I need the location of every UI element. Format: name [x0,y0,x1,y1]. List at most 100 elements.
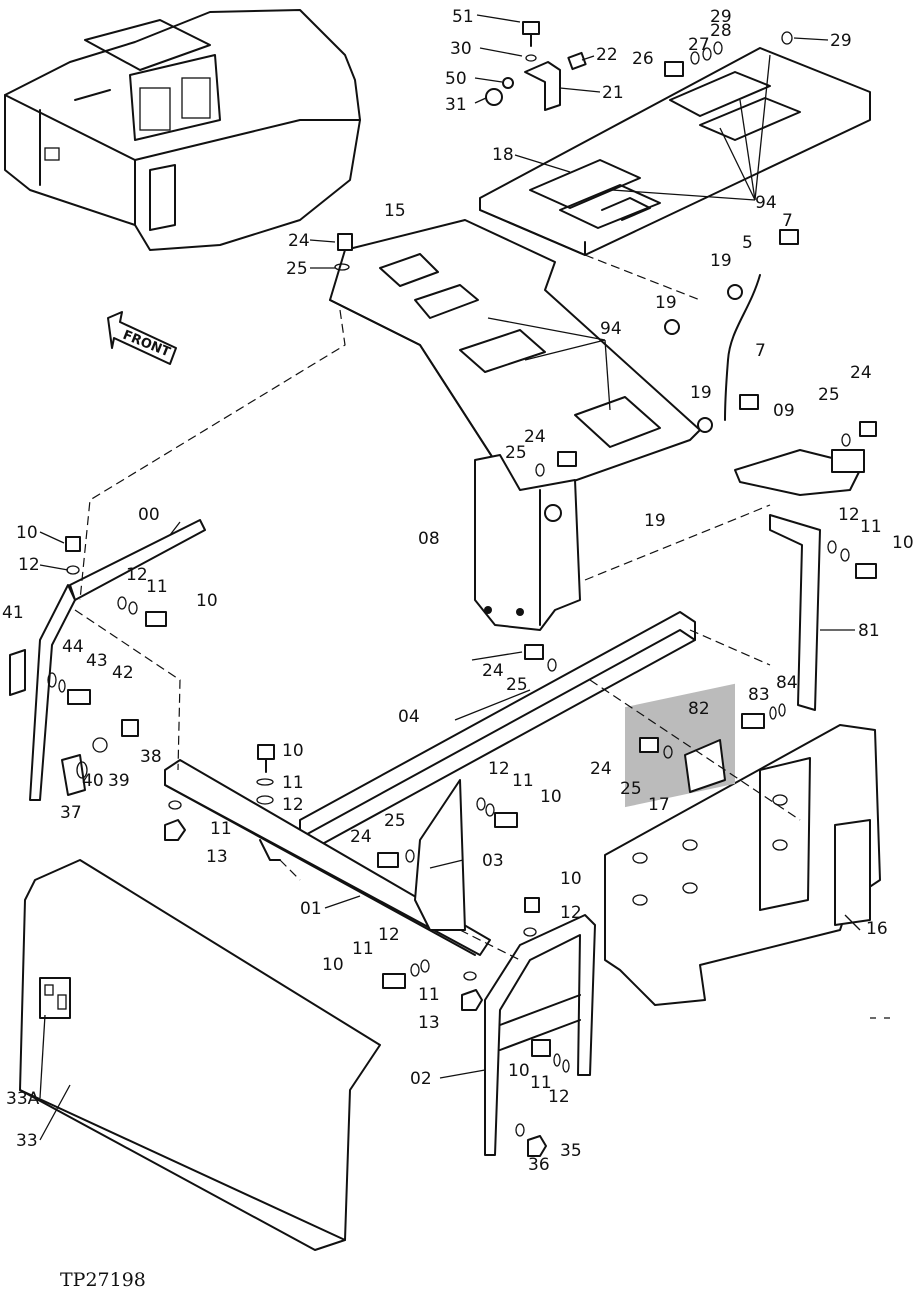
callout-10-e: 10 [540,787,562,807]
callout-10-f: 10 [560,869,582,889]
callout-12-f: 12 [560,903,582,923]
callout-51: 51 [452,7,474,27]
callout-12-e: 12 [488,759,510,779]
callout-83: 83 [748,685,770,705]
support-08 [474,454,581,631]
callout-30: 30 [450,39,472,59]
callout-50: 50 [445,69,467,89]
callout-01: 01 [300,899,322,919]
ground-cable-5 [724,274,761,421]
callout-7-b: 7 [755,341,766,361]
callout-19-a: 19 [710,251,732,271]
callout-10-c: 10 [892,533,914,553]
callout-12-h: 12 [548,1087,570,1107]
callout-41: 41 [2,603,24,623]
floor-plate-15 [329,219,701,501]
callout-24-d: 24 [482,661,504,681]
callout-82: 82 [688,699,710,719]
front-arrow-label: FRONT [121,328,173,361]
callout-22: 22 [596,45,618,65]
callout-18: 18 [492,145,514,165]
callout-08: 08 [418,529,440,549]
callout-11-h: 11 [530,1073,552,1093]
callout-37: 37 [60,803,82,823]
frame-00 [9,519,206,801]
callout-24-e: 24 [590,759,612,779]
callout-26: 26 [632,49,654,69]
front-direction-arrow: FRONT [107,311,177,365]
callout-11-g: 11 [418,985,440,1005]
callout-13-b: 13 [418,1013,440,1033]
callout-02: 02 [410,1069,432,1089]
switch-09 [734,449,865,496]
callout-labels: 51 30 22 50 31 21 26 27 28 29 29 18 94 1… [2,7,914,1175]
callout-24-f: 24 [350,827,372,847]
callout-25-a: 25 [286,259,308,279]
callout-5: 5 [742,233,753,253]
callout-24-b: 24 [524,427,546,447]
callout-11-c: 11 [282,773,304,793]
callout-12-b: 12 [126,565,148,585]
door-33 [19,859,381,1251]
callout-11-f: 11 [352,939,374,959]
callout-11-a: 11 [146,577,168,597]
callout-24-a: 24 [288,231,310,251]
callout-25-b: 25 [505,443,527,463]
callout-33A: 33A [6,1089,40,1109]
callout-leaders [39,14,861,1141]
bracket-03 [414,779,466,931]
callout-03: 03 [482,851,504,871]
callout-10-d: 10 [282,741,304,761]
callout-94-a: 94 [755,193,777,213]
fasteners [47,21,877,1157]
callout-24-c: 24 [850,363,872,383]
assembly-leader-lines [74,254,801,961]
callout-25-e: 25 [620,779,642,799]
callout-15: 15 [384,201,406,221]
callout-40: 40 [82,771,104,791]
callout-35: 35 [560,1141,582,1161]
machine-overview-inset [4,9,361,251]
top-cover-18 [479,47,871,256]
callout-10-b: 10 [196,591,218,611]
plate-16-perforated [604,683,881,1006]
callout-16: 16 [866,919,888,939]
callout-10-h: 10 [508,1061,530,1081]
callout-33: 33 [16,1131,38,1151]
frame-02 [484,914,596,1156]
callout-43: 43 [86,651,108,671]
callout-38: 38 [140,747,162,767]
callout-36: 36 [528,1155,550,1175]
callout-7-a: 7 [782,211,793,231]
callout-19-b: 19 [655,293,677,313]
callout-29-b: 29 [830,31,852,51]
callout-12-g: 12 [378,925,400,945]
bracket-21 [524,61,561,111]
figure-id: TP27198 [60,1269,146,1291]
callout-29-a: 29 [710,7,732,27]
callout-27: 27 [688,35,710,55]
callout-25-c: 25 [818,385,840,405]
callout-81: 81 [858,621,880,641]
callout-84: 84 [776,673,798,693]
bracket-81 [769,514,821,711]
callout-94-b: 94 [600,319,622,339]
callout-25-d: 25 [506,675,528,695]
callout-12-a: 12 [18,555,40,575]
callout-31: 31 [445,95,467,115]
callout-09: 09 [773,401,795,421]
callout-28: 28 [710,21,732,41]
callout-17: 17 [648,795,670,815]
callout-11-e: 11 [210,819,232,839]
callout-21: 21 [602,83,624,103]
callout-42: 42 [112,663,134,683]
callout-12-c: 12 [838,505,860,525]
callout-12-d: 12 [282,795,304,815]
callout-19-d: 19 [644,511,666,531]
callout-19-c: 19 [690,383,712,403]
bracket-37 [61,754,86,796]
callout-11-d: 11 [512,771,534,791]
crossmember-01 [164,759,491,956]
callout-10-g: 10 [322,955,344,975]
